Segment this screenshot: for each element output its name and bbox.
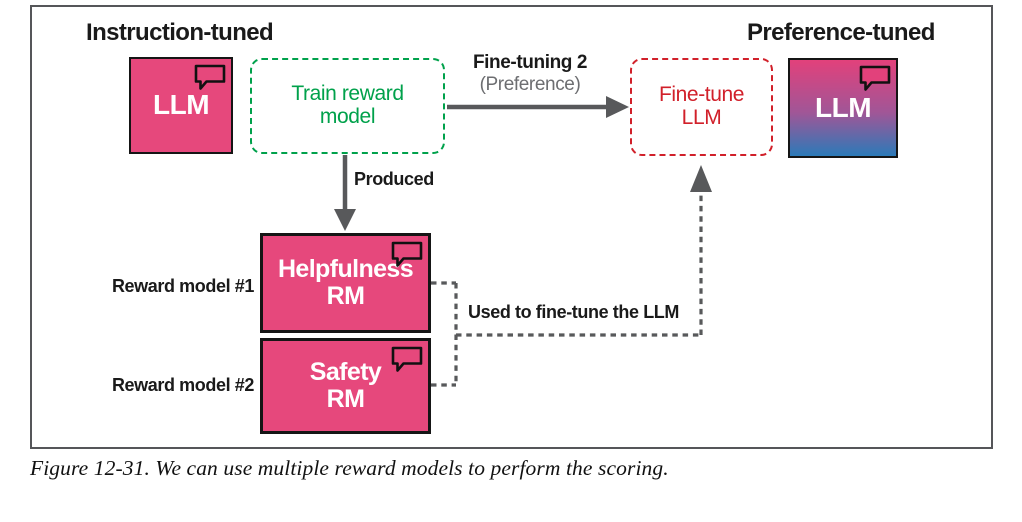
train-reward-line1: Train reward <box>291 82 404 106</box>
speech-bubble-icon <box>858 64 892 93</box>
helpfulness-rm-line1: Helpfulness <box>277 255 414 283</box>
fine-tuning-2-label: Fine-tuning 2 <box>472 52 588 73</box>
fine-tuning-2-label-block: Fine-tuning 2 (Preference) <box>430 52 630 96</box>
node-helpfulness-rm: Helpfulness RM <box>260 233 431 333</box>
reward-model-1-label: Reward model #1 <box>111 276 254 296</box>
speech-bubble-icon <box>390 240 424 269</box>
fine-tune-line1: Fine-tune <box>658 83 745 107</box>
node-fine-tune-llm: Fine-tune LLM <box>630 58 773 156</box>
reward-model-2-label: Reward model #2 <box>111 375 254 395</box>
llm-label: LLM <box>814 91 872 123</box>
helpfulness-rm-line2: RM <box>326 282 365 310</box>
safety-rm-line1: Safety <box>309 358 382 386</box>
train-reward-line2: model <box>319 105 376 128</box>
node-safety-rm: Safety RM <box>260 338 431 434</box>
speech-bubble-icon <box>193 63 227 92</box>
speech-bubble-icon <box>390 345 424 374</box>
node-train-reward-model: Train reward model <box>250 58 445 154</box>
safety-rm-line2: RM <box>326 385 365 413</box>
produced-label: Produced <box>354 169 434 189</box>
llm-label: LLM <box>152 89 210 121</box>
node-llm-preference-tuned: LLM <box>788 58 898 158</box>
instruction-tuned-heading: Instruction-tuned <box>86 19 274 46</box>
figure-caption: Figure 12-31. We can use multiple reward… <box>30 456 669 480</box>
preference-sublabel: (Preference) <box>479 74 581 95</box>
node-llm-instruction-tuned: LLM <box>129 57 233 154</box>
fine-tune-line2: LLM <box>681 106 722 129</box>
preference-tuned-heading: Preference-tuned <box>747 19 935 46</box>
used-to-fine-tune-label: Used to fine-tune the LLM <box>468 302 679 322</box>
